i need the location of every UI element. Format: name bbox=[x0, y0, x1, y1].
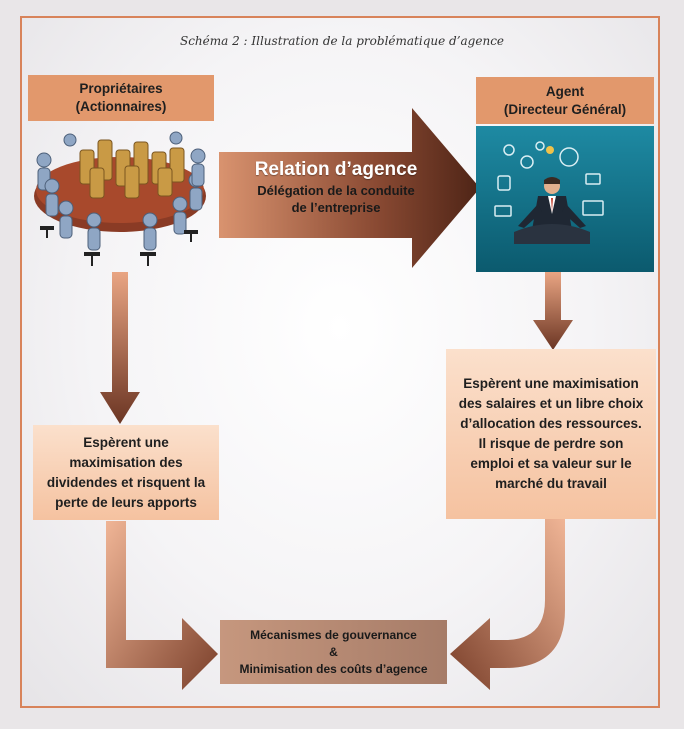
agent-down-arrow bbox=[533, 272, 573, 350]
relation-title: Relation d’agence bbox=[254, 159, 418, 180]
owners-header: Propriétaires (Actionnaires) bbox=[28, 75, 214, 121]
owners-outcome-arrow bbox=[106, 521, 218, 690]
agency-relation-label: Relation d’agence Délégation de la condu… bbox=[222, 158, 450, 216]
outcome-line-3: Minimisation des coûts d’agence bbox=[239, 661, 428, 676]
relation-subtitle: Délégation de la conduite de l’entrepris… bbox=[257, 183, 415, 215]
outcome-line-1: Mécanismes de gouvernance bbox=[250, 627, 417, 642]
owners-title: Propriétaires bbox=[79, 81, 163, 96]
shareholders-meeting-illustration bbox=[34, 131, 206, 266]
meditating-executive-illustration bbox=[476, 126, 654, 272]
agent-title: Agent bbox=[545, 83, 585, 99]
outcome-line-2: & bbox=[329, 644, 338, 659]
agent-subtitle: (Directeur Général) bbox=[503, 101, 627, 117]
agent-header: Agent (Directeur Général) bbox=[476, 77, 654, 124]
owners-expectation-box: Espèrent une maximisation des dividendes… bbox=[33, 425, 219, 520]
owners-down-arrow bbox=[100, 272, 140, 424]
owners-subtitle: (Actionnaires) bbox=[75, 99, 167, 114]
agency-relation-arrow bbox=[219, 108, 480, 268]
outcome-box: Mécanismes de gouvernance & Minimisation… bbox=[220, 620, 447, 684]
agent-expectation-box: Espèrent une maximisation des salaires e… bbox=[446, 349, 656, 519]
agent-expectation: Espèrent une maximisation des salaires e… bbox=[458, 376, 644, 491]
owners-expectation: Espèrent une maximisation des dividendes… bbox=[46, 434, 206, 510]
diagram-caption: Schéma 2 : Illustration de la problémati… bbox=[179, 34, 505, 48]
agent-outcome-arrow bbox=[450, 519, 565, 690]
